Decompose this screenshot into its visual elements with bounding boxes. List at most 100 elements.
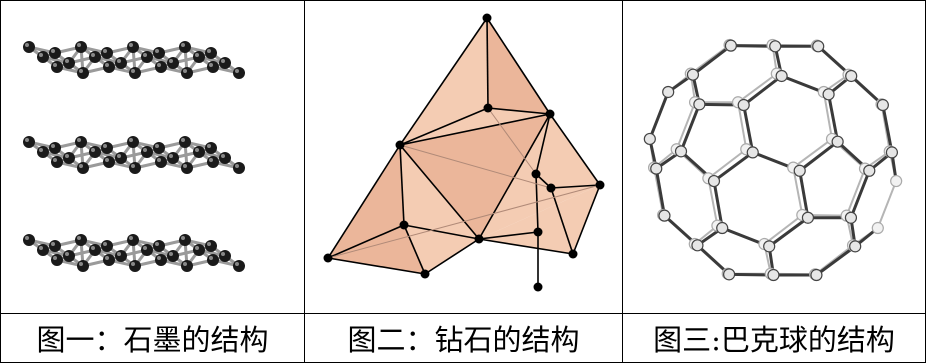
cage-bond bbox=[792, 167, 804, 216]
buckyball-cell bbox=[622, 0, 926, 314]
atom-highlight bbox=[65, 59, 69, 63]
carbon-atom bbox=[658, 209, 671, 222]
atom-highlight bbox=[105, 256, 109, 260]
lattice-edge bbox=[399, 144, 480, 240]
carbon-atom bbox=[399, 220, 409, 230]
atom bbox=[205, 142, 217, 154]
carbon-atom bbox=[822, 88, 835, 101]
carbon-atom bbox=[775, 69, 788, 83]
atom-highlight bbox=[207, 49, 211, 53]
cage-bond bbox=[742, 104, 755, 153]
atom-highlight bbox=[209, 256, 213, 260]
cage-bond bbox=[648, 91, 670, 140]
atom-highlight bbox=[207, 242, 211, 246]
atom-highlight bbox=[77, 236, 81, 240]
atom bbox=[207, 61, 219, 73]
atom-highlight bbox=[169, 252, 173, 256]
atom-highlight bbox=[181, 43, 185, 47]
cage-bond bbox=[675, 101, 696, 150]
atom bbox=[127, 41, 139, 53]
atom bbox=[63, 152, 75, 164]
carbon-atom bbox=[716, 221, 729, 235]
carbon-atom bbox=[533, 227, 543, 237]
cage-bond bbox=[849, 170, 871, 219]
carbon-atom bbox=[746, 146, 759, 159]
atom-highlight bbox=[103, 242, 107, 246]
lattice-edge bbox=[486, 17, 489, 109]
atom bbox=[129, 67, 141, 79]
carbon-atom bbox=[863, 164, 876, 177]
atom bbox=[207, 156, 219, 168]
atom bbox=[141, 244, 153, 256]
atom bbox=[179, 136, 191, 148]
carbon-atom bbox=[595, 180, 605, 190]
atom bbox=[89, 146, 101, 158]
lattice-edge bbox=[327, 257, 426, 275]
atom-highlight bbox=[183, 69, 187, 73]
atom bbox=[205, 47, 217, 59]
atom bbox=[181, 260, 193, 272]
carbon-atom bbox=[650, 162, 663, 175]
atom bbox=[75, 41, 87, 53]
atom-highlight bbox=[195, 53, 199, 57]
atom bbox=[77, 162, 89, 174]
atom-highlight bbox=[221, 154, 225, 158]
atom-highlight bbox=[157, 158, 161, 162]
tetra-face bbox=[479, 185, 600, 254]
cage-bond bbox=[713, 151, 754, 183]
atom-highlight bbox=[103, 49, 107, 53]
lattice-edge bbox=[399, 113, 551, 146]
atom-highlight bbox=[39, 246, 43, 250]
atom bbox=[51, 254, 63, 266]
atom-highlight bbox=[169, 59, 173, 63]
atom bbox=[193, 146, 205, 158]
cage-bond bbox=[768, 216, 809, 248]
lattice-edge bbox=[399, 144, 552, 189]
cage-bond bbox=[707, 178, 719, 226]
carbon-atom bbox=[323, 253, 333, 263]
lattice-edge bbox=[424, 238, 480, 275]
carbon-atom bbox=[769, 40, 782, 53]
atom bbox=[155, 156, 167, 168]
atom bbox=[101, 142, 113, 154]
atom-highlight bbox=[181, 236, 185, 240]
atom bbox=[155, 61, 167, 73]
atom bbox=[127, 136, 139, 148]
atom bbox=[219, 152, 231, 164]
carbon-atom bbox=[662, 85, 675, 99]
atom-highlight bbox=[53, 63, 57, 67]
atom-highlight bbox=[209, 158, 213, 162]
atom-highlight bbox=[157, 256, 161, 260]
carbon-atom bbox=[395, 140, 405, 150]
cage-bond bbox=[737, 72, 778, 104]
lattice-edge bbox=[487, 107, 537, 175]
cage-bond bbox=[792, 138, 833, 169]
graphite-layers-icon bbox=[23, 41, 245, 272]
atom-highlight bbox=[131, 164, 135, 168]
atom bbox=[233, 67, 245, 79]
atom bbox=[49, 240, 61, 252]
lattice-edge bbox=[399, 144, 405, 226]
atom-highlight bbox=[117, 154, 121, 158]
carbon-atom bbox=[674, 145, 688, 158]
lattice-edge bbox=[550, 187, 574, 255]
tetra-face bbox=[400, 114, 550, 239]
carbon-atom bbox=[844, 211, 858, 224]
carbon-atom bbox=[801, 211, 815, 224]
lattice-edge bbox=[399, 107, 489, 146]
carbon-atom bbox=[686, 68, 700, 81]
carbon-atom bbox=[483, 103, 493, 113]
atom bbox=[193, 244, 205, 256]
atom bbox=[179, 41, 191, 53]
atom-highlight bbox=[155, 49, 159, 53]
atom-highlight bbox=[39, 148, 43, 152]
caption-graphite: 图一：石墨的结构 bbox=[0, 313, 305, 363]
atom bbox=[103, 156, 115, 168]
atom bbox=[129, 260, 141, 272]
carbon-atom bbox=[545, 109, 555, 119]
atom-highlight bbox=[117, 59, 121, 63]
atom-highlight bbox=[235, 262, 239, 266]
atom-highlight bbox=[105, 63, 109, 67]
atom bbox=[207, 254, 219, 266]
